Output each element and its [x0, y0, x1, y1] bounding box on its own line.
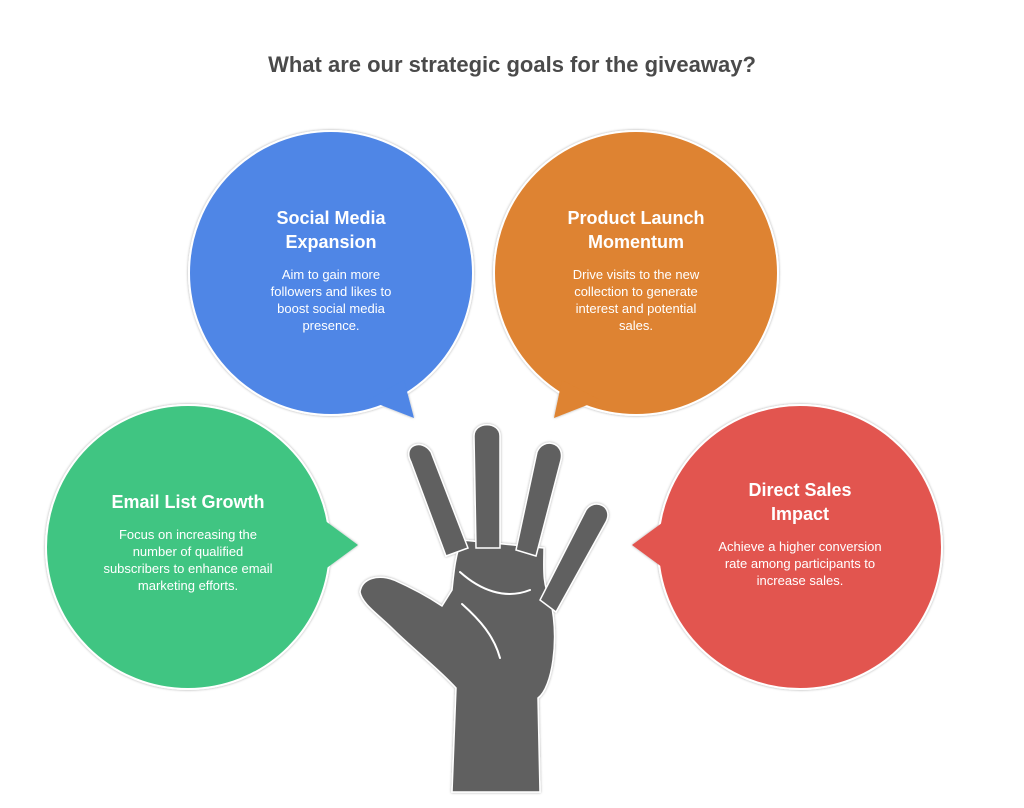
page-title: What are our strategic goals for the giv… — [268, 52, 756, 77]
bubble-product-launch-tail — [554, 380, 600, 418]
hand-palm — [359, 539, 556, 793]
bubble-product-launch-text: Product Launch Momentum Drive visits to … — [536, 206, 736, 334]
hand-finger-pinky — [539, 503, 609, 614]
bubble-social-media-text: Social Media Expansion Aim to gain more … — [231, 206, 431, 334]
bubble-social-media-title: Social Media Expansion — [276, 208, 386, 252]
bubble-product-launch-circle — [493, 130, 779, 416]
bubble-social-media-circle — [188, 130, 474, 416]
hand-palm-line-1 — [459, 571, 531, 595]
bubble-product-launch-desc: Drive visits to the new collection to ge… — [572, 267, 700, 333]
bubble-social-media-tail — [368, 380, 414, 418]
hand-finger-index — [408, 443, 469, 557]
bubble-email-list-title: Email List Growth — [111, 492, 265, 512]
bubble-email-list-desc: Focus on increasing the number of qualif… — [103, 527, 273, 593]
bubble-email-list-tail — [324, 520, 358, 570]
hand-finger-ring — [515, 442, 563, 557]
bubble-social-media — [188, 130, 474, 418]
bubble-direct-sales-title: Direct Sales Impact — [748, 480, 852, 524]
bubble-product-launch — [493, 130, 779, 418]
hand-palm-line-2 — [461, 603, 501, 659]
hand-icon — [359, 424, 609, 793]
bubble-direct-sales — [632, 404, 943, 690]
bubble-email-list-text: Email List Growth Focus on increasing th… — [88, 490, 288, 594]
bubble-email-list — [45, 404, 358, 690]
bubble-social-media-desc: Aim to gain more followers and likes to … — [270, 267, 392, 333]
bubble-direct-sales-desc: Achieve a higher conversion rate among p… — [718, 539, 882, 588]
bubble-direct-sales-tail — [632, 520, 666, 570]
bubble-product-launch-title: Product Launch Momentum — [567, 208, 705, 252]
hand-finger-middle — [473, 424, 501, 549]
bubble-direct-sales-text: Direct Sales Impact Achieve a higher con… — [700, 478, 900, 589]
